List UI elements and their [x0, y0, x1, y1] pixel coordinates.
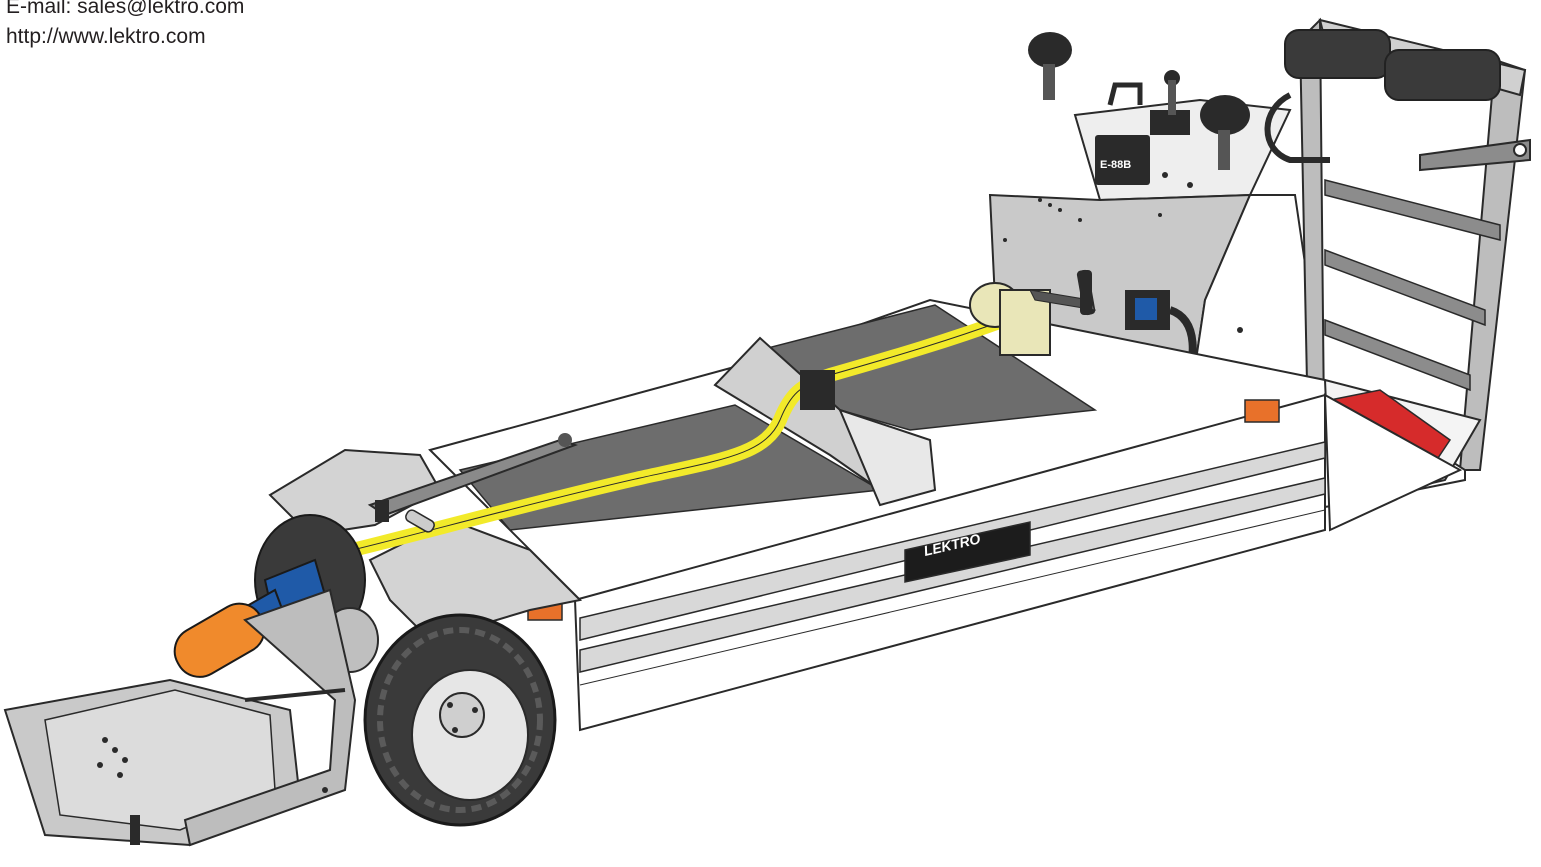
chassis-body: LEKTRO	[428, 298, 1482, 732]
winch	[800, 270, 1096, 410]
console-badge: E-88B	[1100, 159, 1131, 171]
front-cradle	[3, 588, 357, 847]
rear-reflector	[1244, 399, 1280, 423]
contact-info: E-mail: sales@lektro.com http://www.lekt…	[6, 0, 244, 52]
front-fenders	[268, 448, 583, 642]
website-line: http://www.lektro.com	[6, 25, 206, 48]
tow-bar	[367, 433, 579, 533]
operator-frame	[1264, 17, 1531, 532]
email-line: E-mail: sales@lektro.com	[6, 0, 245, 18]
control-console: E-88B	[988, 32, 1327, 407]
